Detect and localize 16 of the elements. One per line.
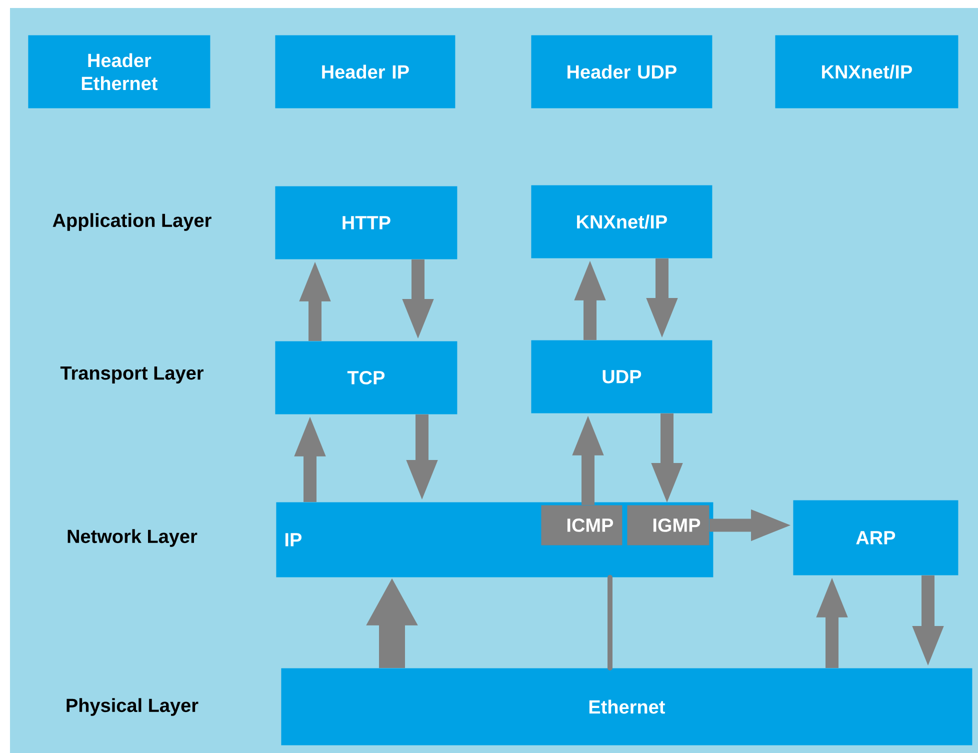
layer-label: Transport Layer [60,366,204,384]
protocol-box: TCP [275,341,458,414]
protocol-box: HTTP [275,186,458,260]
layer-label: Application Layer [52,213,212,231]
protocol-box: KNXnet/IP [531,185,712,258]
protocol-box: ARP [793,500,958,576]
layer-label: Physical Layer [66,698,198,716]
protocol-box: IGMP [627,505,710,546]
protocol-box: KNXnet/IP [775,35,958,108]
protocol-box: Header UDP [531,35,712,108]
layer-label: Network Layer [68,529,198,547]
protocol-box: Ethernet [281,668,972,746]
protocol-box: ICMP [541,505,622,546]
protocol-box: Header IP [275,35,456,108]
protocol-box: Header Ethernet [28,35,210,108]
protocol-box: UDP [531,340,712,414]
